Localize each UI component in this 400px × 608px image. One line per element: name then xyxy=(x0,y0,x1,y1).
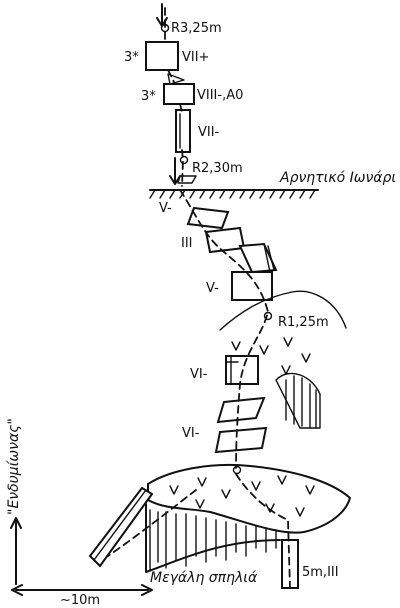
vegetation-marks-lower xyxy=(169,475,315,517)
cave-hatching xyxy=(149,509,277,571)
cave-section: 5m,III Μεγάλη σπηλιά xyxy=(88,463,351,589)
slab-4 xyxy=(214,426,268,454)
scale-bar: ~10m xyxy=(11,584,153,608)
grade-v-minus-middle: V- xyxy=(206,281,219,296)
pitch-box-lower-detail xyxy=(225,355,239,385)
route-name-arrow xyxy=(10,517,22,585)
route-line-bottom xyxy=(107,473,291,589)
ledge-section: Αρνητικό Ιωνάρι xyxy=(149,170,396,199)
bolt-mark-lower: 3* xyxy=(141,89,156,104)
hatched-block-lines xyxy=(285,375,317,429)
ledge-name-label: Αρνητικό Ιωνάρι xyxy=(279,170,396,186)
belay-r1-label: R1,25m xyxy=(278,315,329,330)
cave-mouth-outline xyxy=(145,503,281,573)
belay-r2-label: R2,30m xyxy=(192,161,243,176)
chimney-feature xyxy=(175,109,191,153)
grade-vi-minus-upper: VI- xyxy=(190,367,208,382)
vegetation-marks-upper xyxy=(231,337,311,381)
overhang-wedge xyxy=(167,73,185,85)
belay-r1-marker xyxy=(263,311,273,321)
ramp-inner-line xyxy=(93,489,147,561)
small-flake xyxy=(177,175,197,184)
exit-pitch-label: 5m,III xyxy=(302,565,339,580)
hatched-block xyxy=(275,372,321,429)
bolt-mark-upper: 3* xyxy=(124,50,139,65)
belay-r2-marker xyxy=(179,155,189,165)
middle-section: V- III V- R1,25m VI- VI- xyxy=(159,189,347,469)
ledge-hatching xyxy=(149,189,316,199)
arrow-head-mid xyxy=(169,175,181,185)
pitch-box-middle xyxy=(231,271,273,301)
route-name-group: "Ενδυμίωνας" xyxy=(6,418,22,585)
grade-vi-minus-lower: VI- xyxy=(182,426,200,441)
pitch-box-upper xyxy=(145,41,179,71)
route-line-top xyxy=(164,7,184,187)
roof-flake-stripes xyxy=(263,243,275,273)
cave-name-label: Μεγάλη σπηλιά xyxy=(150,570,258,586)
grade-v-minus-upper: V- xyxy=(159,201,172,216)
roof-flake xyxy=(238,242,278,274)
grade-iii: III xyxy=(181,236,193,251)
pitch-box-crux xyxy=(163,83,195,105)
route-name-label: "Ενδυμίωνας" xyxy=(6,418,22,515)
grade-vii-minus: VII- xyxy=(198,125,220,140)
cave-roof-outline xyxy=(147,463,351,534)
top-section: R3,25m 3* VII+ 3* VIII-,A0 VII- R2,30m xyxy=(124,3,243,187)
scale-bar-arrowheads xyxy=(11,584,153,596)
ramp-feature xyxy=(88,486,154,568)
grade-viii-a0: VIII-,A0 xyxy=(197,88,243,103)
scale-bar-label: ~10m xyxy=(60,593,100,608)
rock-outline-upper xyxy=(219,290,347,331)
grade-vii-plus: VII+ xyxy=(182,50,209,65)
route-line-middle xyxy=(179,189,269,469)
slab-1 xyxy=(186,206,230,230)
belay-r3-label: R3,25m xyxy=(171,21,222,36)
slab-3 xyxy=(216,396,266,424)
belay-cave-marker xyxy=(232,465,242,475)
